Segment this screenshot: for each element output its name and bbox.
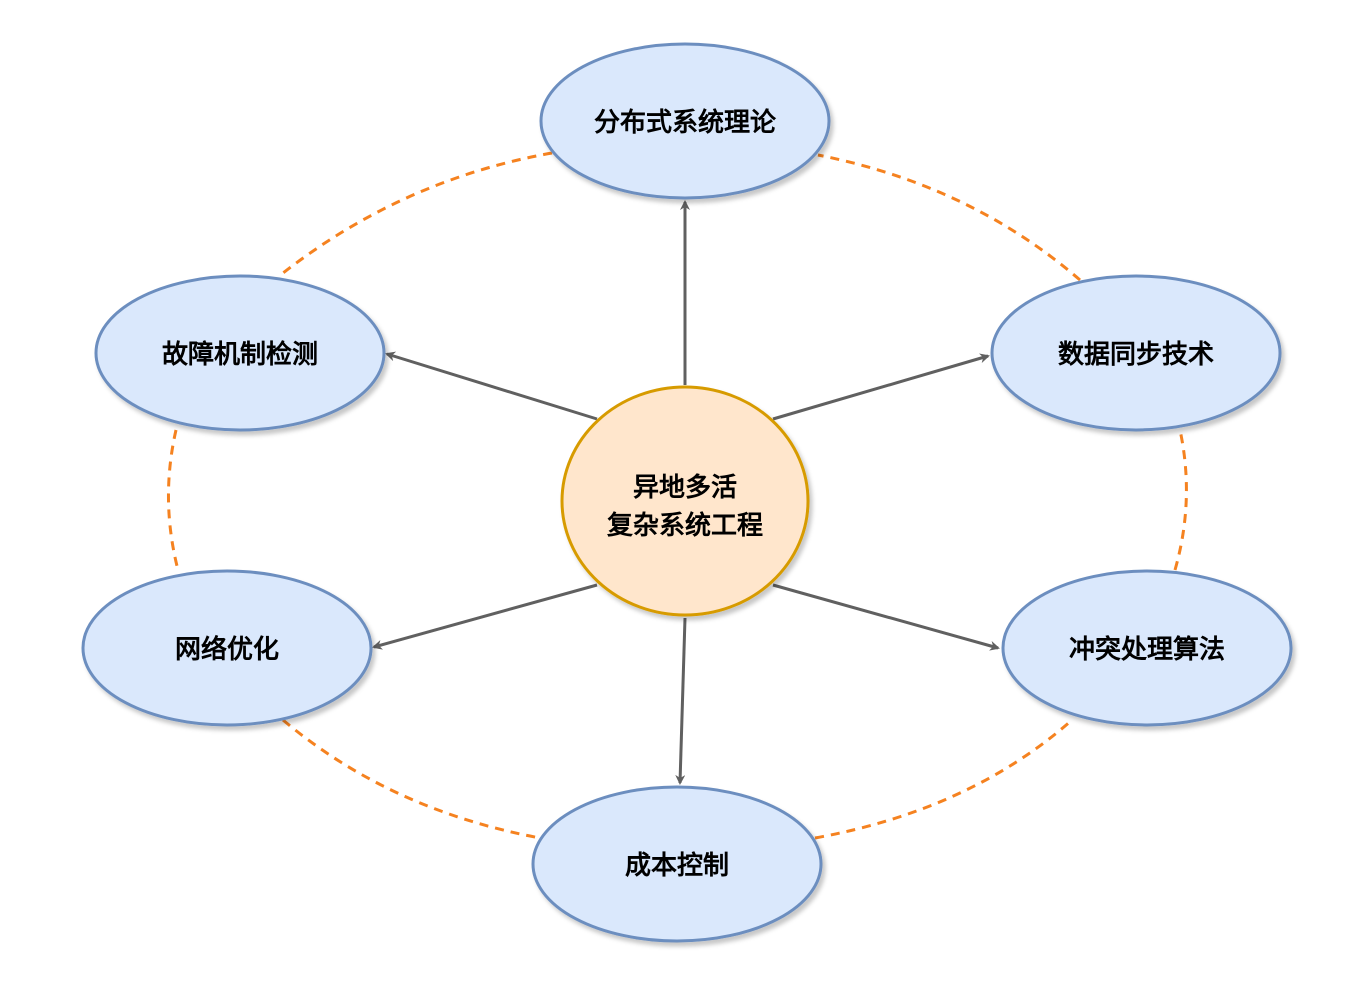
node-lower-right[interactable]: 冲突处理算法 <box>1001 569 1293 727</box>
ring-segment <box>814 718 1073 840</box>
node-lower-left[interactable]: 网络优化 <box>81 569 373 727</box>
ring-segment <box>277 151 553 279</box>
node-label: 数据同步技术 <box>1058 339 1214 370</box>
node-shape <box>1001 569 1293 727</box>
node-shape <box>539 42 831 200</box>
node-label: 冲突处理算法 <box>1069 634 1225 665</box>
center-label-line2: 复杂系统工程 <box>607 510 763 541</box>
node-label: 分布式系统理论 <box>594 107 777 138</box>
center-node[interactable]: 异地多活 复杂系统工程 <box>560 385 810 617</box>
ring-segment <box>1173 429 1188 571</box>
node-shape <box>94 274 386 432</box>
arrow-to-upper-right <box>772 353 990 421</box>
node-label: 故障机制检测 <box>162 339 318 370</box>
center-label-line1: 异地多活 <box>633 473 737 503</box>
node-bottom[interactable]: 成本控制 <box>531 785 823 943</box>
arrow-to-lower-right <box>772 583 1000 651</box>
node-shape <box>81 569 373 727</box>
node-upper-right[interactable]: 数据同步技术 <box>990 274 1282 432</box>
arrow-to-upper-left <box>385 351 598 421</box>
node-label: 成本控制 <box>625 851 729 881</box>
node-shape <box>531 785 823 943</box>
arrows <box>372 200 1000 785</box>
arrow-to-lower-left <box>372 583 598 650</box>
arrow-to-bottom <box>675 617 687 785</box>
center-shape <box>560 385 810 617</box>
ring-segment <box>167 429 180 571</box>
node-top[interactable]: 分布式系统理论 <box>539 42 831 200</box>
node-upper-left[interactable]: 故障机制检测 <box>94 274 386 432</box>
node-label: 网络优化 <box>175 634 279 665</box>
dashed-ring <box>167 151 1188 840</box>
ring-segment <box>282 718 541 840</box>
node-shape <box>990 274 1282 432</box>
ring-segment <box>817 153 1081 282</box>
